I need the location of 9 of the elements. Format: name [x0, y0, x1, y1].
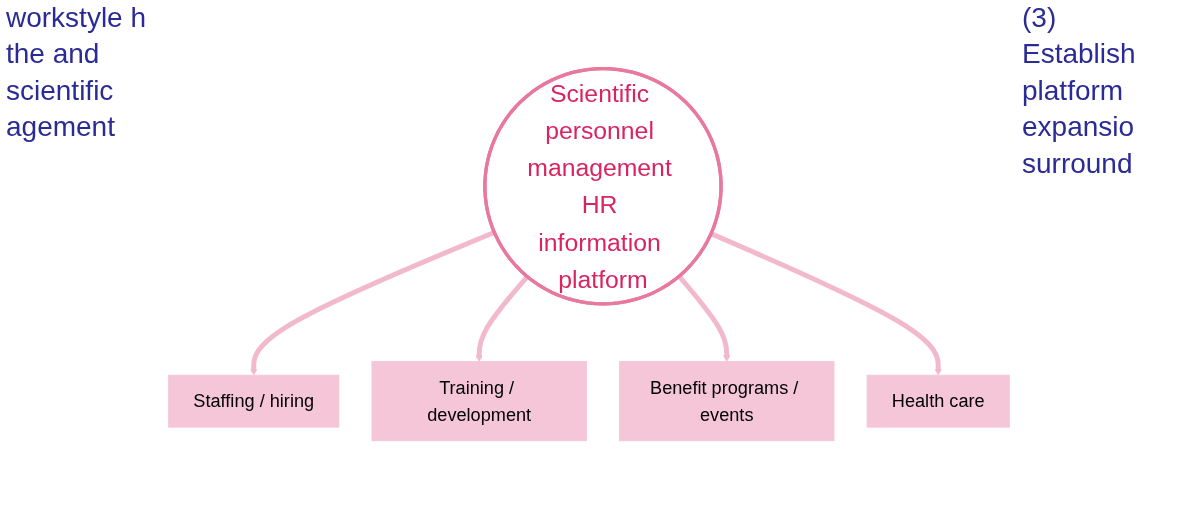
arrow	[677, 275, 731, 363]
arrow	[475, 275, 530, 363]
node-box: Health care	[866, 375, 1010, 428]
note-text: workstyle h the and scientific agement	[6, 1, 148, 145]
arrow	[710, 231, 942, 376]
note-text: (3) Establish platform expansio surround	[1022, 1, 1137, 181]
node-box: Staffing / hiring	[168, 375, 340, 428]
node-box: Training / development	[371, 361, 587, 442]
node-box: Benefit programs / events	[619, 361, 835, 442]
